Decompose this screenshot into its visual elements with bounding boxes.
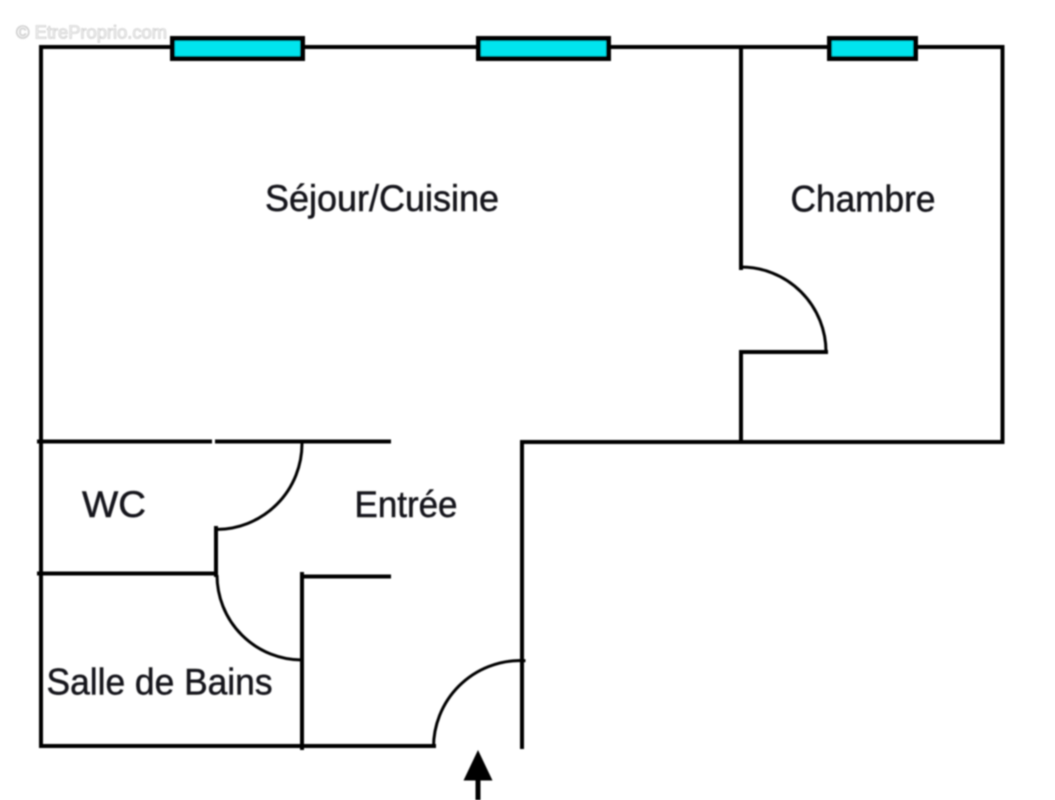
svg-text:Chambre: Chambre bbox=[791, 179, 936, 220]
svg-text:Salle de Bains: Salle de Bains bbox=[47, 662, 273, 703]
svg-text:© EtreProprio.com: © EtreProprio.com bbox=[16, 23, 167, 43]
svg-text:WC: WC bbox=[82, 484, 146, 525]
svg-text:Entrée: Entrée bbox=[355, 484, 458, 525]
svg-text:Séjour/Cuisine: Séjour/Cuisine bbox=[265, 178, 499, 219]
